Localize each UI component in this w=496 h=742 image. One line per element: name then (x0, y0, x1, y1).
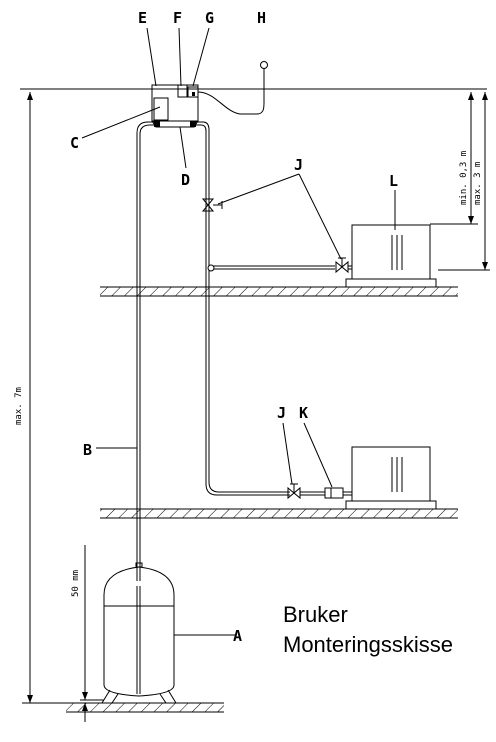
dim-50mm (80, 545, 104, 722)
label-f: F (173, 9, 182, 27)
label-h: H (257, 9, 266, 27)
dim-max-3m (438, 92, 490, 271)
label-c: C (70, 134, 79, 152)
dim-label-50mm: 50 mm (71, 570, 81, 597)
dim-max-7m (22, 92, 104, 704)
label-k: K (299, 404, 308, 422)
caption: Bruker Monteringsskisse (283, 600, 453, 660)
floor-lower (100, 508, 458, 519)
label-d: D (181, 171, 190, 189)
appliance-upper (345, 224, 437, 288)
valve-lower-horizontal (287, 483, 301, 500)
label-j-lower: J (277, 404, 286, 422)
dim-min-03m (430, 92, 478, 225)
label-e: E (138, 9, 147, 27)
dim-label-max-7m: max. 7m (14, 387, 24, 425)
pump-unit (151, 61, 268, 128)
filter-k (300, 487, 352, 499)
tank (101, 562, 177, 704)
caption-line-2: Monteringsskisse (283, 632, 453, 657)
label-b: B (83, 441, 92, 459)
floor-ground (66, 702, 224, 713)
valve-upper-horizontal (335, 257, 349, 274)
label-l: L (389, 172, 398, 190)
floor-upper (100, 286, 458, 297)
delivery-pipe (195, 121, 335, 496)
suction-pipe (136, 121, 155, 694)
label-g: G (205, 9, 214, 27)
dim-label-max-3m: max. 3 m (473, 162, 483, 205)
caption-line-1: Bruker (283, 602, 348, 627)
label-a: A (233, 627, 242, 645)
appliance-lower (345, 446, 437, 510)
dim-label-min-03m: min. 0,3 m (459, 151, 469, 205)
leader-lines (81, 27, 396, 636)
label-j-upper: J (294, 156, 303, 174)
